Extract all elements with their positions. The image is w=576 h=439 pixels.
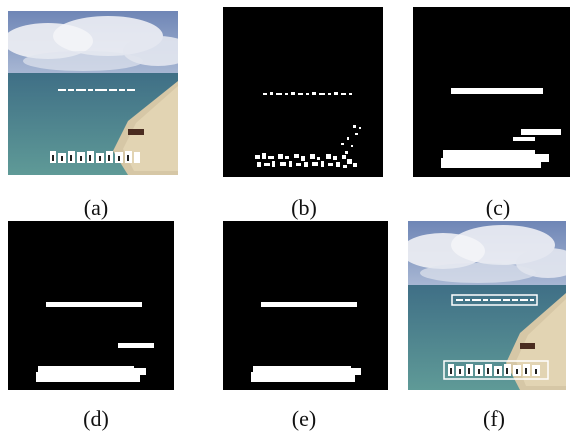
panel-f-detected-text	[408, 221, 566, 390]
panel-b-edge-map	[223, 7, 383, 177]
caption-e: (e)	[291, 406, 317, 431]
caption-b: (b)	[291, 195, 317, 220]
caption-a: (a)	[83, 195, 109, 220]
caption-f: (f)	[483, 406, 505, 431]
panel-a-original-frame	[8, 11, 178, 175]
caption-c: (c)	[485, 195, 511, 220]
caption-d: (d)	[83, 406, 109, 431]
panel-c-dilated-mask	[413, 7, 570, 177]
panel-d-filtered-mask	[8, 221, 174, 390]
panel-e-refined-mask	[223, 221, 388, 390]
